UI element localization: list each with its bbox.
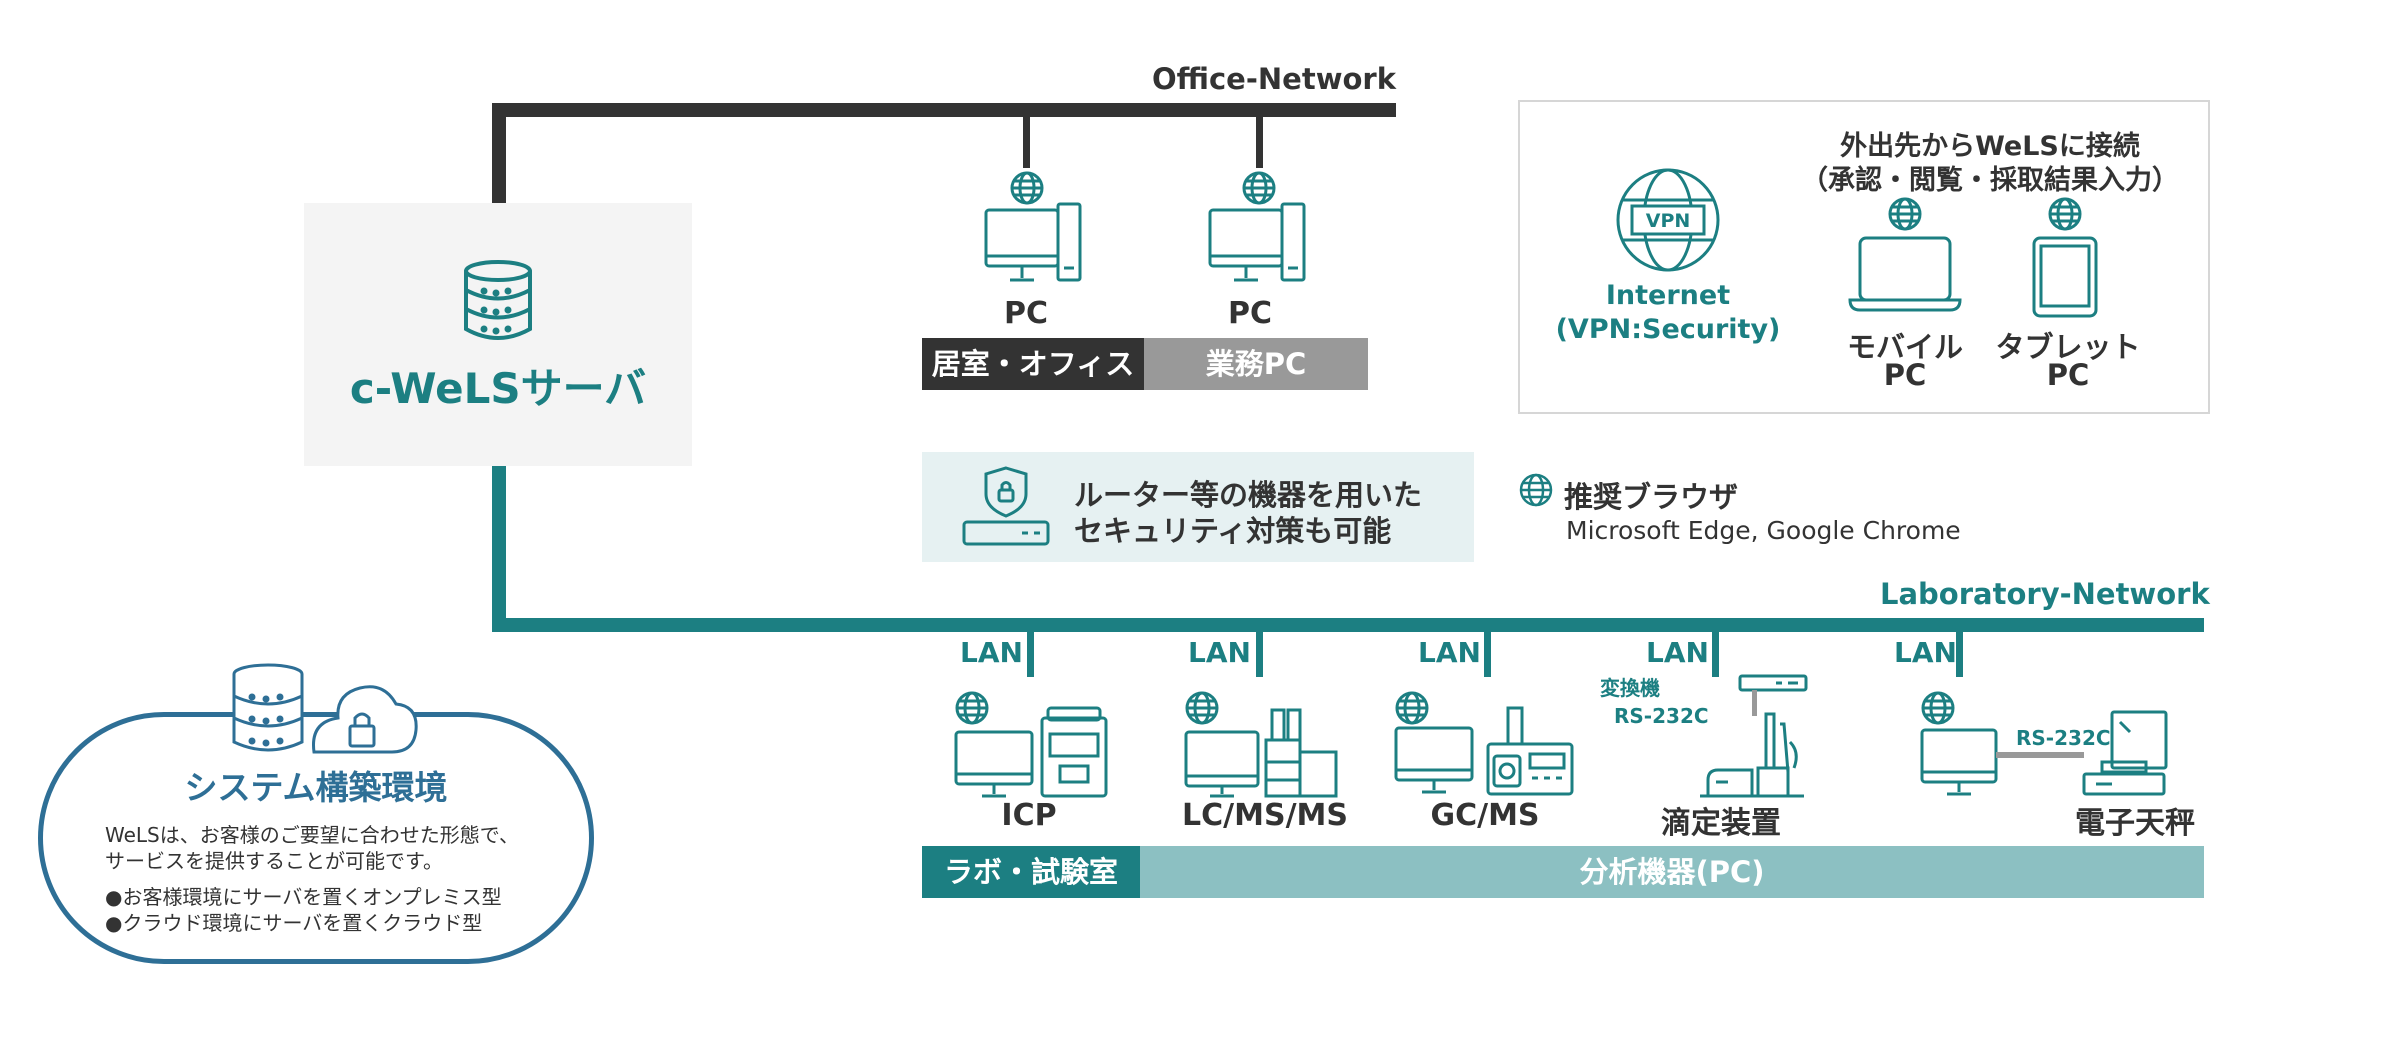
server-label: c-WeLSサーバ — [349, 364, 647, 413]
device-label-balance: 電子天秤 — [2075, 806, 2195, 841]
router-shield-icon — [962, 466, 1050, 546]
titrator-instrument-icon — [1700, 674, 1808, 798]
router-note: ルーター等の機器を用いた セキュリティ対策も可能 — [922, 452, 1474, 562]
vpn-globe-icon — [1616, 168, 1720, 272]
office-network-line — [492, 103, 1396, 117]
internet-label-2: (VPN:Security) — [1555, 314, 1781, 345]
device-label-lcmsms: LC/MS/MS — [1182, 798, 1348, 833]
system-bullet-2: ●クラウド環境にサーバを置くクラウド型 — [105, 911, 483, 935]
tablet-pc-label-1: タブレット — [1995, 330, 2141, 364]
office-network-label: Office-Network — [1152, 62, 1396, 96]
converter-label: 変換機 — [1600, 676, 1660, 700]
remote-title-1: 外出先からWeLSに接続 — [1840, 131, 2140, 162]
mobile-pc-label-2: PC — [1883, 358, 1927, 392]
router-note-line-1: ルーター等の機器を用いた — [1074, 478, 1423, 512]
server-panel: c-WeLSサーバ — [304, 203, 692, 466]
system-title: システム構築環境 — [184, 768, 448, 807]
lab-role-tag: 分析機器(PC) — [1140, 846, 2204, 898]
desktop-pc-icon — [1208, 171, 1306, 282]
tablet-pc-label-2: PC — [2046, 358, 2090, 392]
lab-network-label: Laboratory-Network — [1880, 577, 2210, 611]
device-label-icp: ICP — [1001, 798, 1057, 833]
balance-instrument-icon — [1920, 691, 2168, 796]
balance-rs232c-label: RS-232C — [2016, 726, 2111, 750]
lcmsms-instrument-icon — [1184, 691, 1338, 798]
mobile-pc-label-1: モバイル — [1846, 330, 1963, 364]
system-environment-panel: システム構築環境 WeLSは、お客様のご要望に合わせた形態で、 サービスを提供す… — [38, 712, 594, 964]
laptop-icon — [1848, 197, 1962, 312]
database-server-icon — [464, 260, 532, 340]
lab-network-line — [492, 618, 2204, 632]
gcms-instrument-icon — [1394, 691, 1574, 796]
system-desc-2: サービスを提供することが可能です。 — [105, 849, 443, 873]
icp-instrument-icon — [954, 691, 1108, 798]
lab-location-tag: ラボ・試験室 — [922, 846, 1140, 898]
office-location-tag: 居室・オフィス — [922, 338, 1144, 390]
browser-title: 推奨ブラウザ — [1564, 480, 1739, 514]
device-label-titrator: 滴定装置 — [1661, 806, 1781, 841]
system-desc-1: WeLSは、お客様のご要望に合わせた形態で、 — [105, 823, 519, 847]
cloud-server-icon — [232, 663, 418, 754]
office-pc-2 — [1200, 168, 1310, 286]
tablet-icon — [2032, 197, 2098, 318]
lan-label-titrator: LAN — [1646, 636, 1709, 669]
remote-access-box: 外出先からWeLSに接続 （承認・閲覧・採取結果入力） VPN Internet… — [1518, 100, 2210, 414]
office-role-tag: 業務PC — [1144, 338, 1368, 390]
device-label-gcms: GC/MS — [1430, 798, 1540, 833]
lan-label-gcms: LAN — [1418, 636, 1481, 669]
browser-list: Microsoft Edge, Google Chrome — [1566, 516, 1961, 545]
lan-label-lcms: LAN — [1188, 636, 1251, 669]
internet-label-1: Internet — [1605, 280, 1731, 311]
office-pc1-drop — [1023, 110, 1030, 168]
system-bullet-1: ●お客様環境にサーバを置くオンプレミス型 — [105, 885, 502, 909]
titrator-rs232c-label: RS-232C — [1614, 704, 1709, 728]
lan-label-balance: LAN — [1894, 636, 1957, 669]
office-pc-1 — [976, 168, 1086, 286]
vpn-badge: VPN — [1645, 210, 1691, 232]
office-pc-1-label: PC — [1003, 296, 1048, 331]
office-pc-2-label: PC — [1227, 296, 1272, 331]
desktop-pc-icon — [984, 171, 1082, 282]
lan-label-icp: LAN — [960, 636, 1023, 669]
lab-server-link — [492, 466, 506, 632]
router-note-line-2: セキュリティ対策も可能 — [1074, 514, 1392, 548]
globe-icon — [1519, 473, 1553, 507]
office-pc2-drop — [1256, 110, 1263, 168]
remote-title-2: （承認・閲覧・採取結果入力） — [1801, 165, 2179, 196]
office-server-link — [492, 103, 506, 203]
